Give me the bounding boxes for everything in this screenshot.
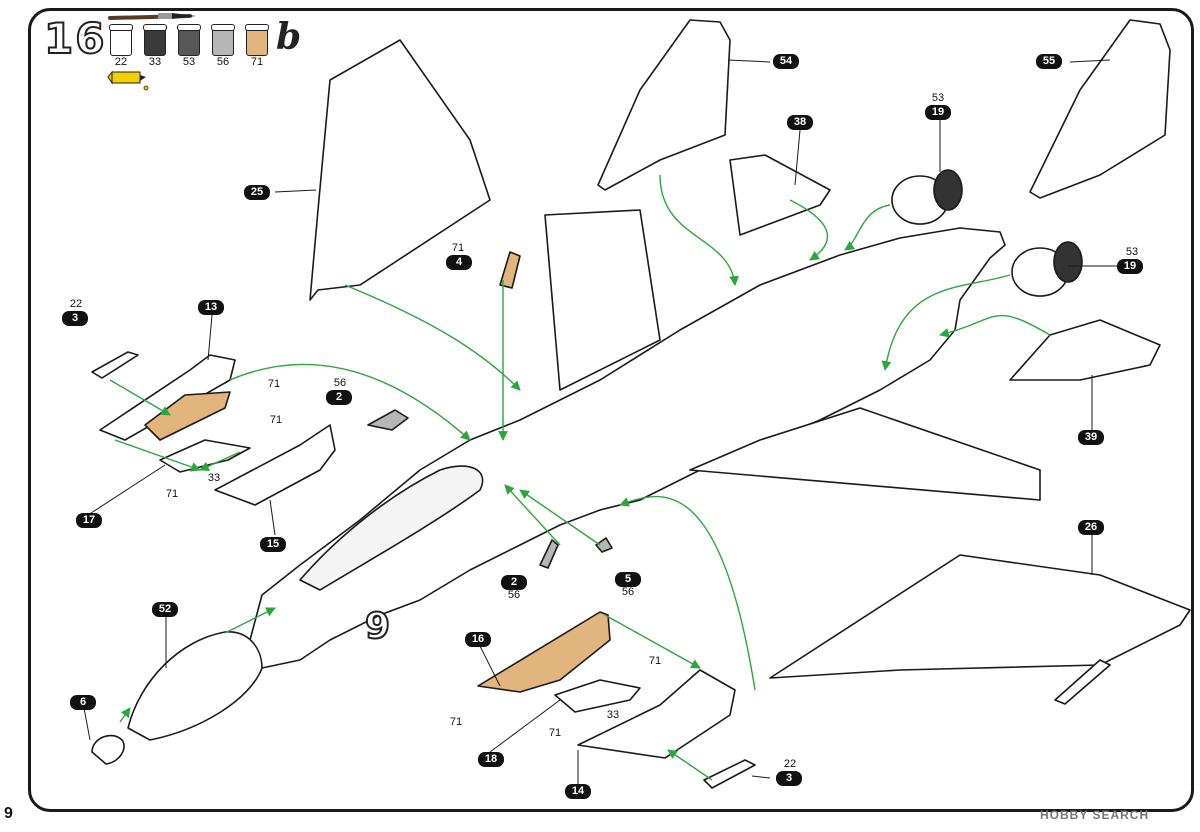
part-3-top — [91, 351, 139, 379]
brand-watermark: HOBBY SEARCH — [1040, 808, 1150, 822]
cockpit-canopy — [299, 465, 484, 591]
paint-ref-71: 71 — [548, 727, 562, 739]
paint-pot-56 — [211, 24, 235, 56]
paint-pot-33 — [143, 24, 167, 56]
paint-ref-71: 71 — [269, 414, 283, 426]
part-label-3: 3 — [776, 771, 802, 786]
figure-reference: 9 — [364, 605, 391, 648]
stabilizer-39 — [1009, 319, 1161, 381]
part-label-5: 5 — [615, 572, 641, 587]
part-label-2: 2 — [326, 390, 352, 405]
part-label-19: 19 — [1117, 259, 1143, 274]
fuselage — [249, 227, 1006, 669]
part-18 — [554, 679, 641, 713]
paint-ref-71: 71 — [449, 716, 463, 728]
part-label-25: 25 — [244, 185, 270, 200]
part-label-6: 6 — [70, 695, 96, 710]
part-13-tan — [144, 391, 231, 441]
paint-code: 22 — [114, 56, 128, 68]
paint-ref-71: 71 — [165, 488, 179, 500]
glue-tube-icon — [107, 70, 149, 91]
part-2-lower — [539, 539, 559, 569]
paint-pot-22 — [109, 24, 133, 56]
paint-ref-53: 53 — [1125, 246, 1139, 258]
fin-54 — [597, 19, 731, 191]
paint-code: 71 — [250, 56, 264, 68]
part-14 — [577, 669, 736, 759]
part-2-top — [367, 409, 409, 431]
paint-code: 53 — [182, 56, 196, 68]
part-label-18: 18 — [478, 752, 504, 767]
paint-code: 56 — [216, 56, 230, 68]
part-label-15: 15 — [260, 537, 286, 552]
part-label-26: 26 — [1078, 520, 1104, 535]
part-label-3: 3 — [62, 311, 88, 326]
part-label-14: 14 — [565, 784, 591, 799]
part-label-16: 16 — [465, 632, 491, 647]
part-label-38: 38 — [787, 115, 813, 130]
left-wing-root — [689, 407, 1041, 501]
part-label-2: 2 — [501, 575, 527, 590]
part-label-52: 52 — [152, 602, 178, 617]
paint-ref-56: 56 — [333, 377, 347, 389]
paint-ref-33: 33 — [207, 472, 221, 484]
paint-ref-33: 33 — [606, 709, 620, 721]
paint-ref-53: 53 — [931, 92, 945, 104]
part-label-13: 13 — [198, 300, 224, 315]
part-16 — [477, 611, 611, 693]
wing-25 — [309, 39, 491, 301]
pitot-probe-6 — [91, 734, 125, 765]
paint-pot-53 — [177, 24, 201, 56]
paint-ref-71: 71 — [451, 242, 465, 254]
wing-26 — [769, 554, 1191, 679]
part-label-19: 19 — [925, 105, 951, 120]
part-label-54: 54 — [773, 54, 799, 69]
step-variant: b — [276, 16, 302, 58]
paint-pot-71 — [245, 24, 269, 56]
paint-ref-56: 56 — [507, 589, 521, 601]
part-label-4: 4 — [446, 255, 472, 270]
part-3-bottom — [703, 759, 756, 789]
step-number: 16 — [43, 13, 107, 64]
paint-ref-71: 71 — [648, 655, 662, 667]
dorsal-spine — [544, 209, 661, 391]
brush-icon — [108, 13, 196, 20]
fin-55 — [1029, 19, 1171, 199]
intake-38 — [729, 154, 831, 236]
part-label-17: 17 — [76, 513, 102, 528]
nose-cone-52 — [127, 631, 263, 741]
paint-ref-22: 22 — [69, 298, 83, 310]
paint-ref-71: 71 — [267, 378, 281, 390]
part-15 — [214, 424, 336, 506]
paint-code: 33 — [148, 56, 162, 68]
page-number: 6 — [4, 803, 13, 820]
part-5 — [595, 537, 613, 553]
paint-ref-22: 22 — [783, 758, 797, 770]
paint-ref-56: 56 — [621, 586, 635, 598]
part-13 — [99, 354, 236, 441]
part-4 — [499, 251, 521, 289]
part-label-55: 55 — [1036, 54, 1062, 69]
part-label-39: 39 — [1078, 430, 1104, 445]
